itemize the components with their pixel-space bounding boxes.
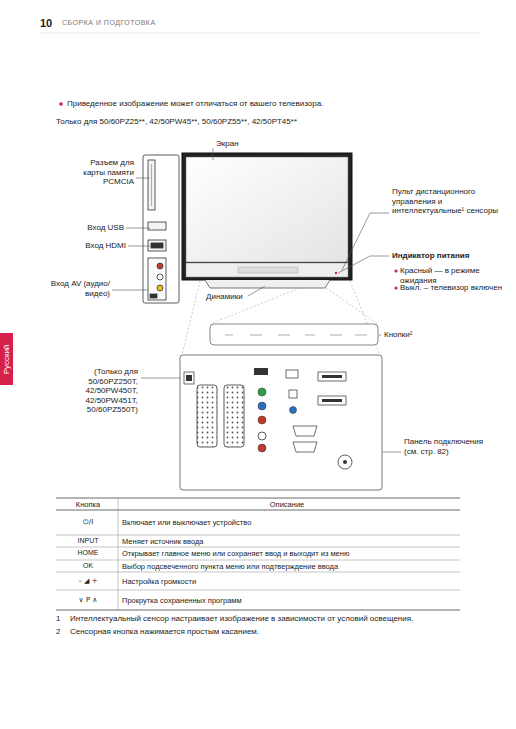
footnote-number: 1 — [56, 614, 66, 624]
bullet — [394, 269, 397, 272]
part-label: Индикатор питания — [392, 251, 504, 261]
state-note: Выкл. – телевизор включен — [400, 283, 504, 293]
section-title: СБОРКА И ПОДГОТОВКА — [62, 19, 156, 27]
header-rule — [40, 33, 480, 34]
table-cell: Выбор подсвеченного пункта меню или подт… — [122, 562, 452, 571]
bullet — [394, 286, 397, 289]
projection-lines — [182, 281, 380, 355]
table-header: Описание — [122, 500, 452, 509]
footnote: Сенсорная кнопка нажимается простым каса… — [70, 627, 490, 637]
table-cell: HOME — [58, 549, 118, 557]
language-tab-text: Русский — [0, 333, 13, 386]
side-panel — [143, 155, 179, 303]
part-label: Кнопки² — [384, 330, 444, 340]
part-label: Экран — [216, 139, 276, 149]
bullet — [59, 102, 63, 106]
part-label: Разъем для карты памяти PCMCIA — [70, 158, 134, 187]
state-note: Красный — в режиме ожидания — [400, 266, 504, 285]
part-label: Вход USB — [54, 223, 124, 233]
table-cell: Настройка громкости — [122, 577, 452, 586]
footnote-number: 2 — [56, 627, 66, 637]
model-note: (Только для 50/60PZ250T, 42/50PW450T, 42… — [56, 367, 138, 415]
page-number: 10 — [40, 17, 60, 30]
table-cell: Включает или выключает устройство — [122, 518, 452, 527]
table-cell: Открывает главное меню или сохраняет вво… — [122, 549, 452, 558]
table-cell: Меняет источник ввода — [122, 537, 452, 546]
table-rules — [56, 498, 460, 610]
connection-panel — [180, 355, 382, 490]
model-note: Только для 50/60PZ25**, 42/50PW45**, 50/… — [56, 117, 386, 127]
part-label: Панель подключения (см. стр. 82) — [404, 437, 484, 456]
table-cell: Прокрутка сохраненных программ — [122, 596, 452, 605]
note: Приведенное изображение может отличаться… — [67, 99, 397, 109]
table-header: Кнопка — [58, 500, 118, 509]
button-strip — [210, 324, 378, 345]
language-tab — [0, 333, 13, 385]
part-label: Вход HDMI — [54, 241, 126, 251]
tv-set — [182, 153, 352, 288]
table-cell: ⏻/I — [58, 518, 118, 526]
table-cell: – ◢ + — [58, 577, 118, 585]
footnote: Интеллектуальный сенсор настраивает изоб… — [70, 614, 490, 624]
part-label: Пульт дистанционного управления и интелл… — [392, 187, 504, 216]
table-cell: OK — [58, 562, 118, 570]
table-cell: ∨ P ∧ — [58, 596, 118, 604]
part-label: Динамики — [206, 292, 266, 302]
table-cell: INPUT — [58, 537, 118, 545]
part-label: Вход AV (аудио/видео) — [50, 279, 110, 298]
